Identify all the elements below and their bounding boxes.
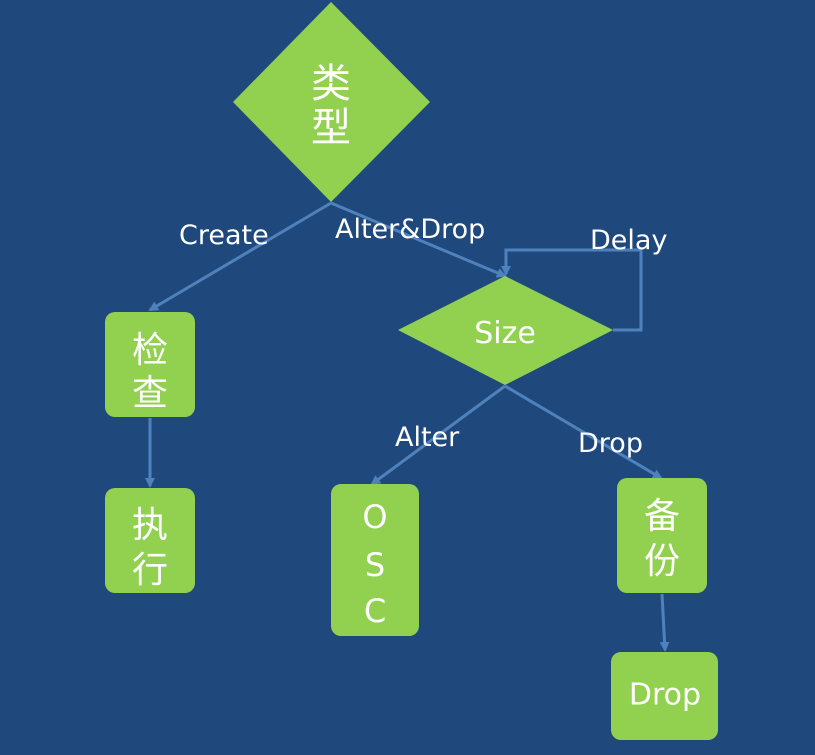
backup-node: 备 份: [617, 478, 707, 593]
backup-line-2: 份: [644, 541, 680, 582]
osc-line-2: S: [365, 546, 385, 584]
drop-node-label: Drop: [629, 678, 701, 713]
edge-label-drop: Drop: [578, 428, 643, 459]
size-decision-node: Size: [398, 276, 613, 385]
osc-node: O S C: [331, 484, 419, 636]
osc-line-1: O: [362, 498, 387, 536]
edge-alter-drop-arrow: [330, 201, 507, 278]
execute-node: 执 行: [105, 488, 195, 593]
check-node: 检 查: [105, 312, 195, 417]
type-decision-line-2: 型: [311, 105, 351, 151]
edge-label-alter: Alter: [395, 422, 460, 453]
size-decision-label: Size: [474, 316, 536, 351]
type-decision-line-1: 类: [311, 61, 351, 107]
backup-line-1: 备: [644, 496, 680, 537]
execute-line-2: 行: [132, 550, 168, 591]
edge-label-create: Create: [179, 220, 269, 251]
edge-delay-loop-arrow: [501, 248, 643, 332]
edge-drop-arrow: [504, 384, 663, 480]
edge-alter-arrow: [370, 384, 506, 486]
check-line-1: 检: [132, 330, 168, 371]
type-decision-node: 类 型: [233, 2, 430, 202]
edge-label-delay: Delay: [590, 225, 667, 256]
osc-line-3: C: [364, 592, 386, 630]
edge-create-arrow: [148, 201, 332, 312]
drop-node: Drop: [611, 652, 718, 740]
edge-label-alter-drop: Alter&Drop: [335, 214, 485, 245]
check-line-2: 查: [132, 373, 168, 414]
edge-backup-to-drop-arrow: [659, 593, 670, 652]
execute-line-1: 执: [132, 505, 168, 546]
